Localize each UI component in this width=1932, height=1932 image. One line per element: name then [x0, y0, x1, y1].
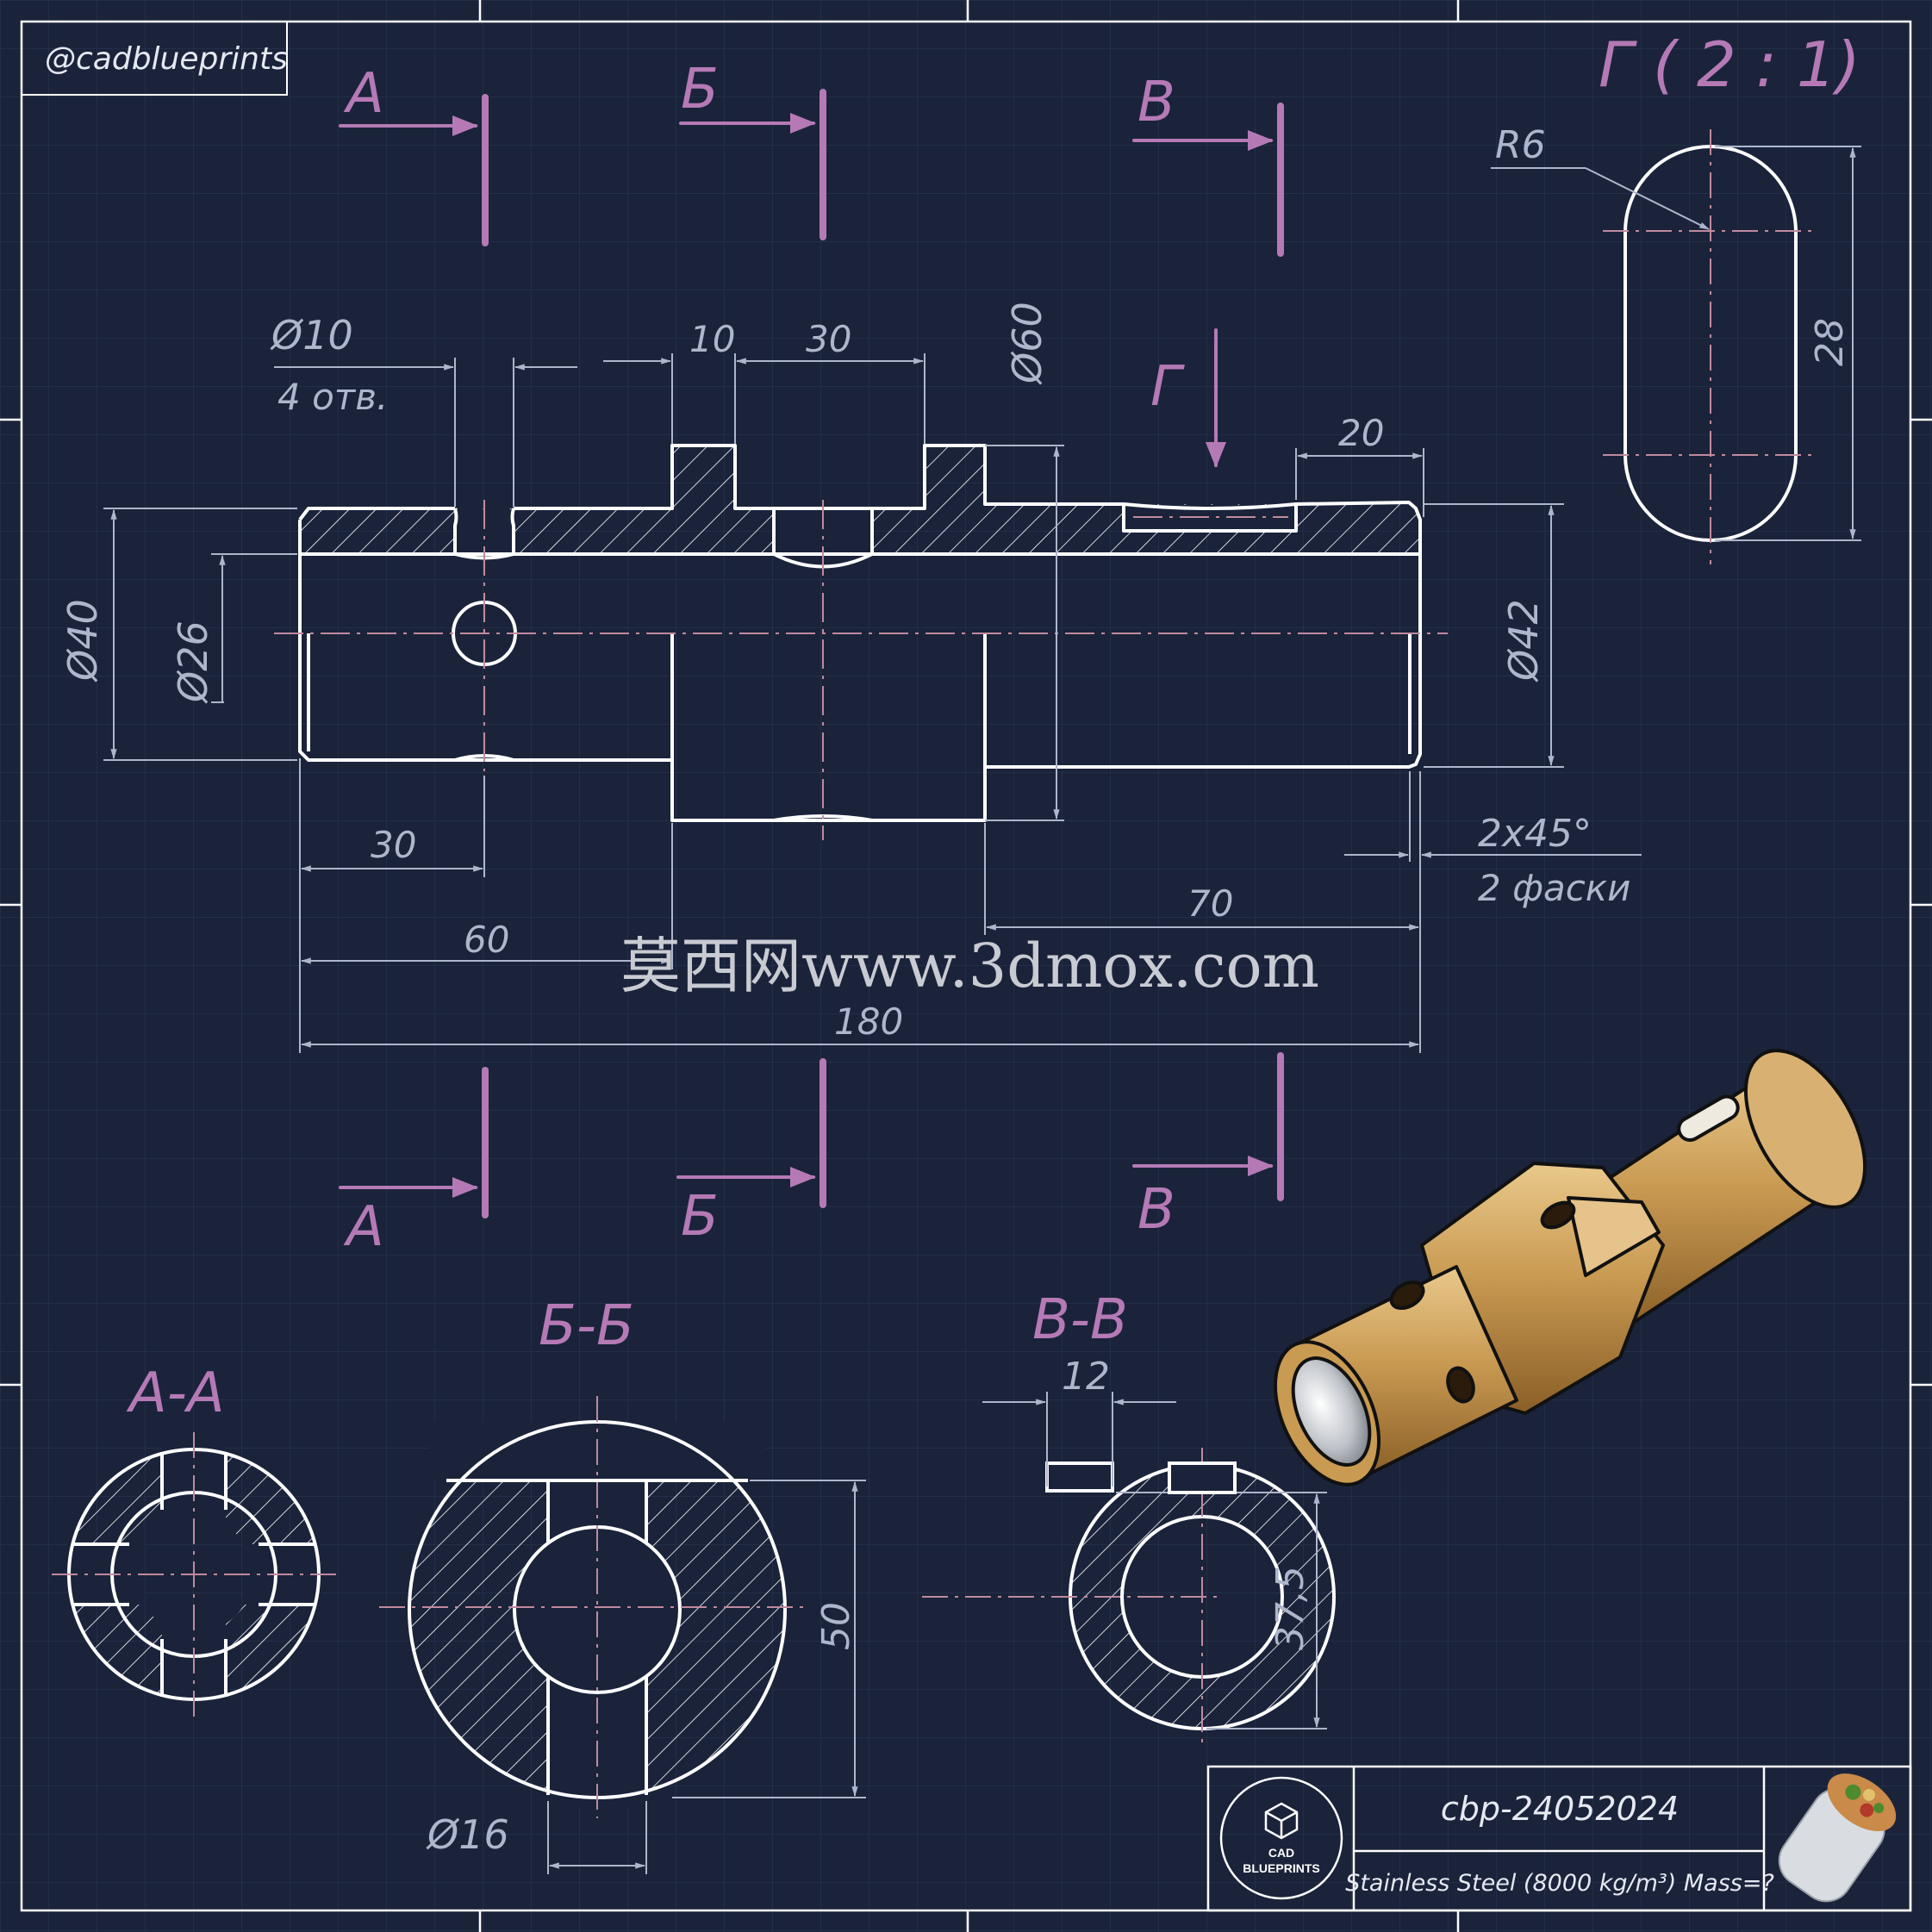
- logo-line1: CAD: [1268, 1846, 1294, 1860]
- brand-tag-box: [21, 21, 288, 96]
- render-flange-flat: [1567, 1196, 1661, 1277]
- render-hole-1: [1389, 1280, 1425, 1311]
- logo-cube-icon: [1264, 1802, 1299, 1840]
- burrito-thumbnail: [1778, 1773, 1897, 1903]
- dim-total-length: 180: [834, 1000, 903, 1043]
- hole-left-walls: [453, 508, 515, 554]
- logo-circle: [1219, 1776, 1343, 1900]
- detail-view-title: Г ( 2 : 1): [1599, 28, 1860, 101]
- section-cut-marks: [339, 89, 1284, 1218]
- detail-length: 28: [1808, 318, 1852, 366]
- title-code: cbp-24052024: [1441, 1790, 1679, 1828]
- section-label-a-top: А: [343, 62, 384, 126]
- dim-hole-dia: Ø10: [270, 312, 353, 358]
- section-label-b-top: Б: [681, 58, 719, 122]
- render-slot: [1677, 1094, 1740, 1142]
- vv-keyway: [1168, 1461, 1237, 1494]
- dim-hole-position: 30: [371, 824, 416, 866]
- dim-bore-dia: Ø26: [170, 620, 216, 704]
- section-label-a-bottom: А: [343, 1195, 384, 1259]
- dim-bb-bore: Ø16: [426, 1811, 509, 1858]
- section-label-g: Г: [1150, 355, 1185, 419]
- brand-handle: @cadblueprints: [45, 41, 288, 77]
- render-bore: [1291, 1356, 1372, 1467]
- keyway-notch: [1045, 1461, 1114, 1493]
- isometric-render: [1273, 1049, 1867, 1486]
- dim-hole-note: 4 отв.: [277, 376, 388, 418]
- dim-outer-left-dia: Ø40: [59, 599, 106, 682]
- section-label-v-bottom: В: [1137, 1178, 1175, 1242]
- dim-vv-depth: 37,5: [1268, 1566, 1312, 1650]
- title-material: Stainless Steel (8000 kg/m³) Mass=?: [1345, 1870, 1774, 1897]
- dim-vv-key: 12: [1062, 1355, 1110, 1399]
- dim-flange-width: 30: [806, 318, 851, 360]
- section-label-v-top: В: [1137, 71, 1175, 134]
- render-right-end: [1743, 1049, 1867, 1209]
- dim-outer-right-dia: Ø42: [1500, 599, 1547, 682]
- main-section-view: Ø10 4 отв. 10 30 Ø60 20 Ø40 Ø26 Ø42 30 2…: [59, 302, 1642, 1053]
- section-aa-title: А-А: [126, 1362, 225, 1425]
- section-label-b-bottom: Б: [681, 1185, 719, 1249]
- dim-flange-dia: Ø60: [1004, 302, 1050, 385]
- section-aa: А-А: [52, 1362, 338, 1717]
- detail-radius: R6: [1495, 123, 1546, 167]
- dim-chamfer-note: 2 фаски: [1478, 867, 1630, 909]
- dim-chamfer: 2x45°: [1478, 812, 1592, 856]
- dim-slot-length: 20: [1338, 412, 1384, 454]
- watermark: 莫西网www.3dmox.com: [620, 931, 1319, 1001]
- section-vv-hatch: [1069, 1465, 1334, 1729]
- dim-right-length: 70: [1187, 882, 1233, 925]
- dim-bb-width: 50: [814, 1602, 858, 1650]
- dim-flange-gap: 10: [689, 318, 735, 360]
- section-bb: Б-Б 50 Ø16: [379, 1294, 866, 1874]
- dim-flange-position: 60: [464, 919, 509, 961]
- section-bb-title: Б-Б: [539, 1294, 634, 1358]
- title-block: [1206, 1765, 1912, 1912]
- section-vv-title: В-В: [1032, 1288, 1128, 1352]
- keyway-edge: [1123, 502, 1297, 510]
- section-aa-hatch: [68, 1449, 319, 1700]
- logo-line2: BLUEPRINTS: [1243, 1861, 1319, 1875]
- detail-view-g: Г ( 2 : 1) R6 28: [1491, 28, 1861, 564]
- render-hole-2: [1446, 1366, 1475, 1404]
- render-flange-hole: [1540, 1200, 1576, 1230]
- outer-outline: [298, 444, 1422, 822]
